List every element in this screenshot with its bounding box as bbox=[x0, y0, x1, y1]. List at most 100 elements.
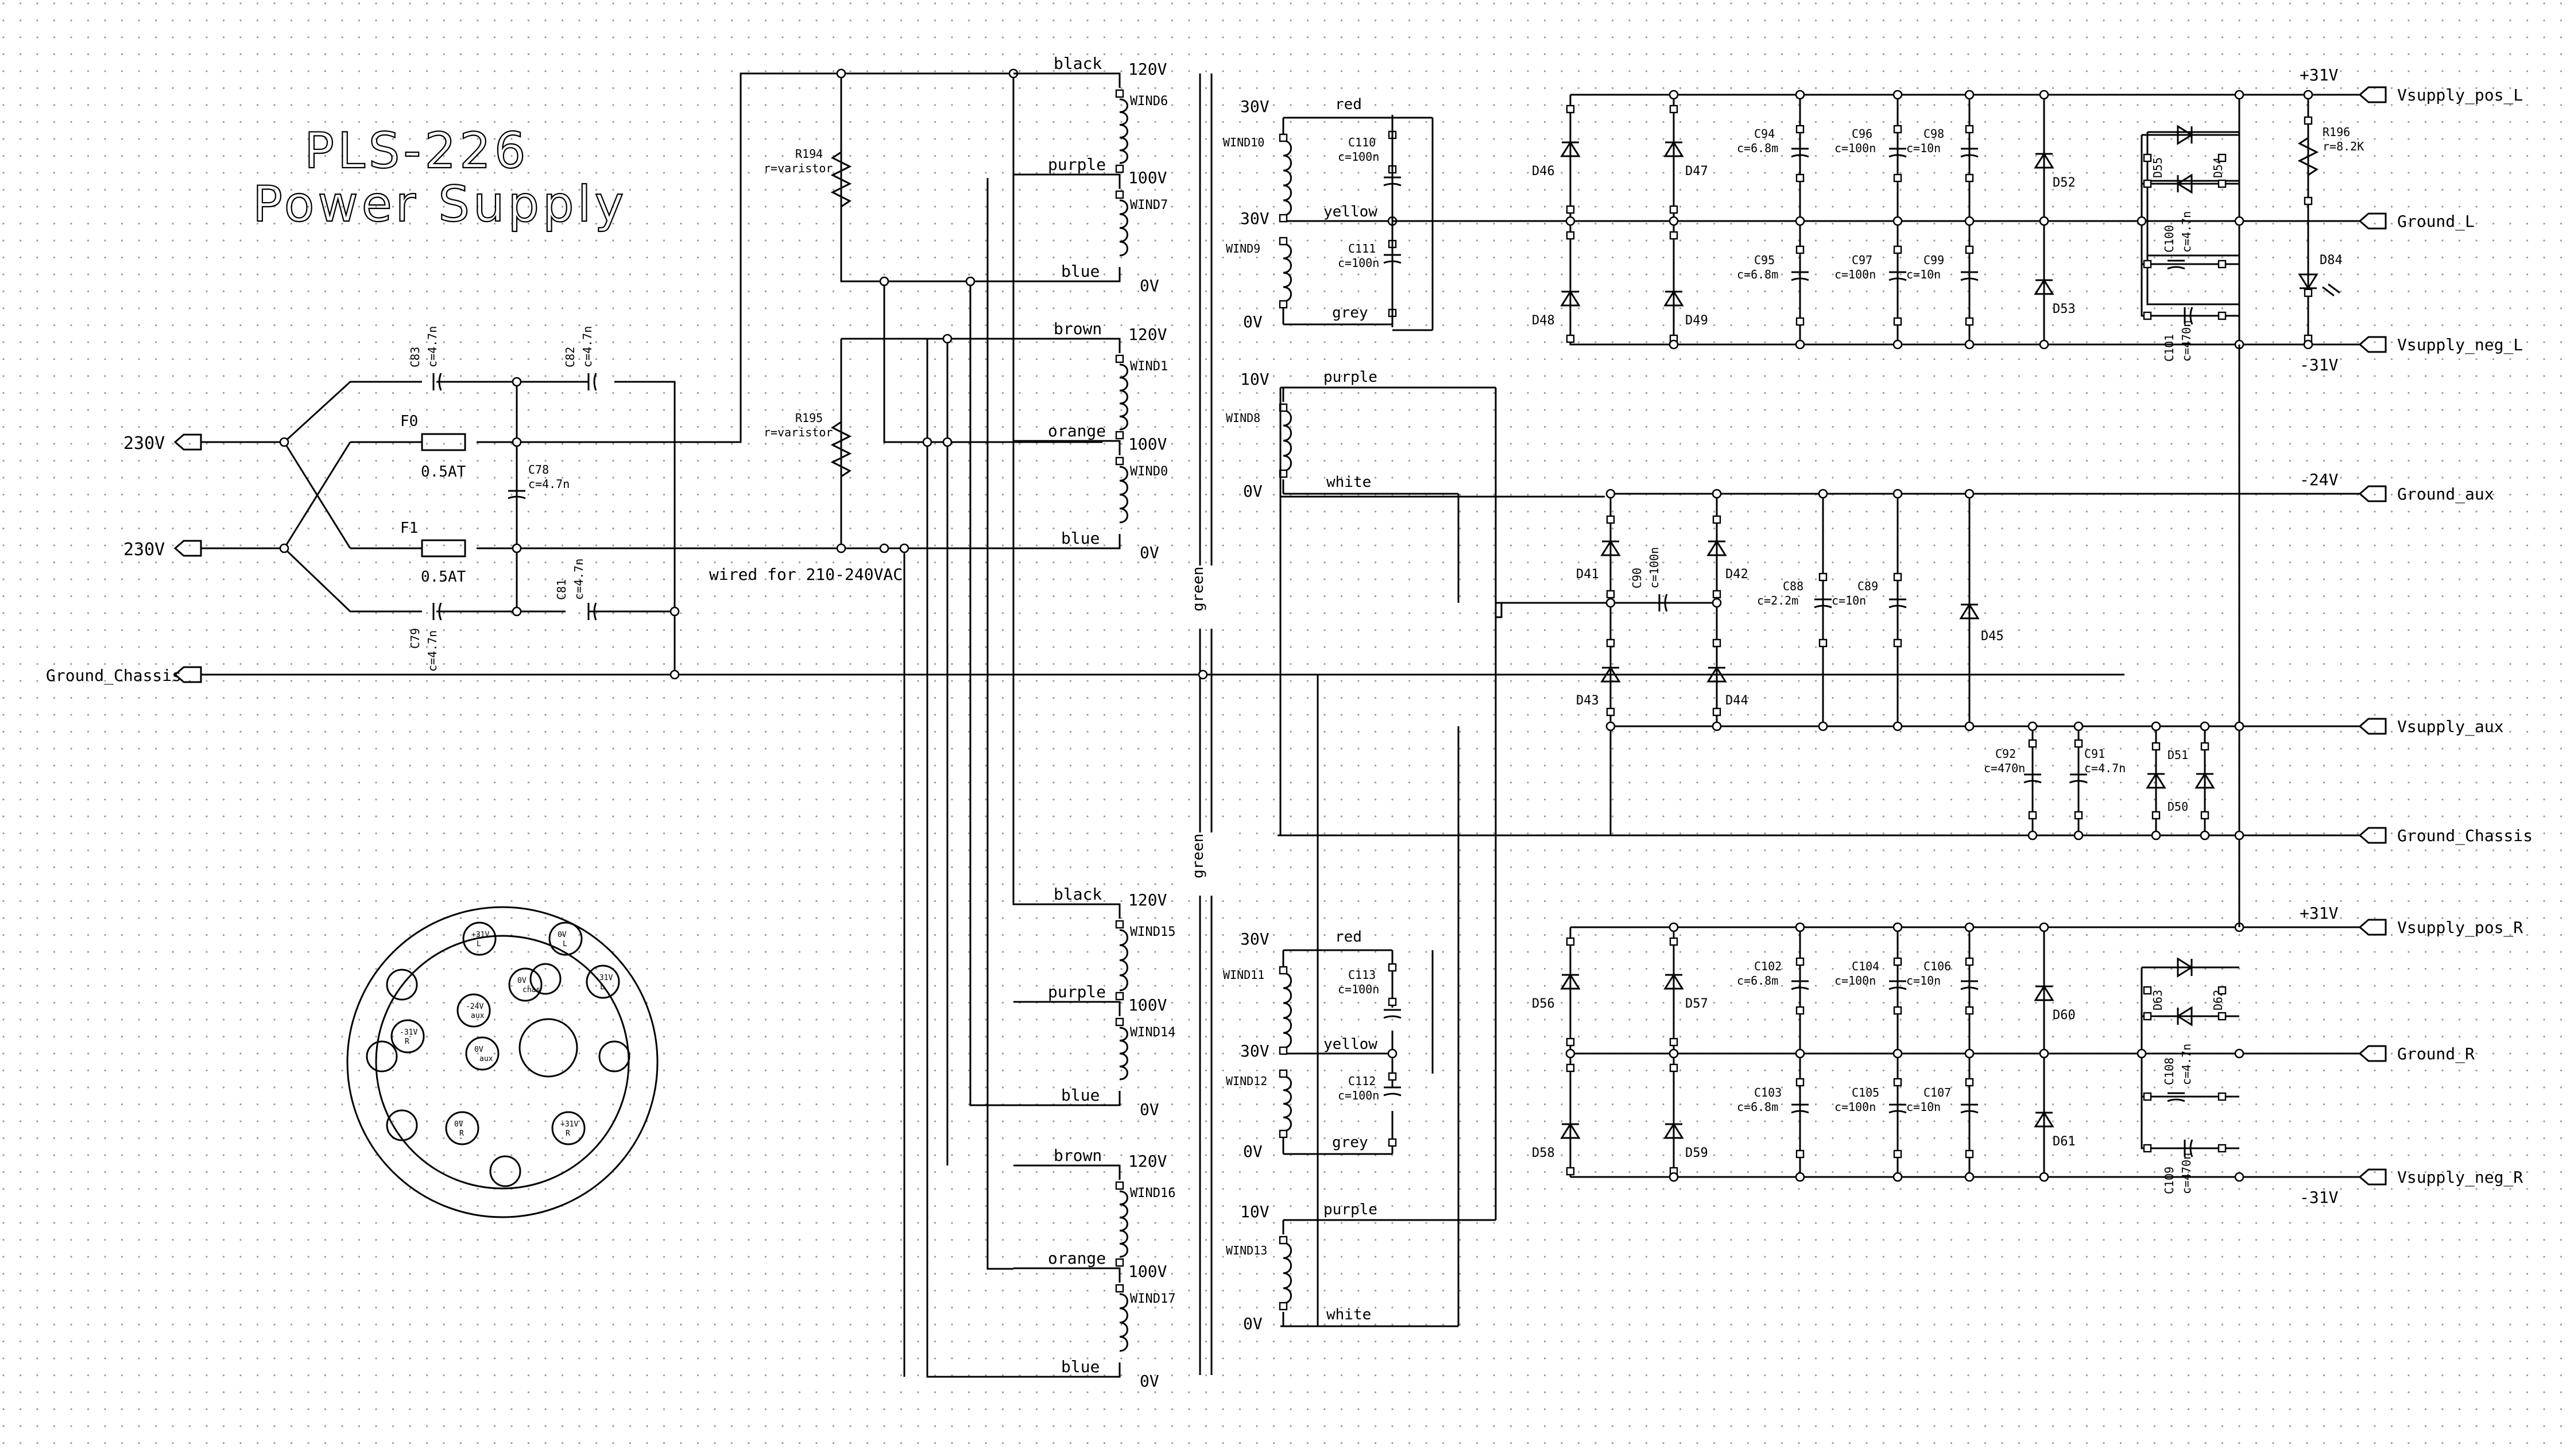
primary-tap-label: 100V bbox=[1128, 996, 1167, 1014]
port-label-mains-b: 230V bbox=[123, 540, 165, 560]
connector-blank-pin bbox=[529, 963, 562, 995]
diode-D62 bbox=[2176, 1006, 2193, 1027]
primary-coil-top-0 bbox=[1119, 98, 1128, 164]
secondary-tap: 30V bbox=[1240, 930, 1269, 948]
diode-ref: D84 bbox=[2320, 253, 2343, 268]
capacitor-c78 bbox=[508, 490, 526, 499]
output-port-label: Ground_aux bbox=[2397, 485, 2494, 504]
aux-secondary-tap: 0V bbox=[1243, 1314, 1263, 1333]
diode-D50 bbox=[2194, 772, 2215, 789]
port-label-mains-a: 230V bbox=[123, 433, 165, 454]
connector-pin bbox=[465, 1036, 500, 1071]
primary-tap-label: 0V bbox=[1140, 1372, 1159, 1391]
fuse-f1-value: 0.5AT bbox=[421, 568, 466, 586]
filter-cap-value: c=6.8m bbox=[1737, 1100, 1778, 1114]
diode-D57 bbox=[1663, 973, 1684, 990]
fuse-f0-ref: F0 bbox=[400, 413, 418, 430]
diode-ref: D56 bbox=[1532, 997, 1555, 1011]
diode-ref: D60 bbox=[2053, 1008, 2076, 1023]
diode-ref: D41 bbox=[1576, 567, 1599, 582]
c91-value: c=4.7n bbox=[2084, 761, 2126, 775]
c90-value: c=100n bbox=[1647, 547, 1661, 588]
snubber-capacitor bbox=[1383, 1009, 1402, 1019]
primary-wire-label: orange bbox=[1048, 1249, 1106, 1268]
primary-winding-ref: WIND15 bbox=[1130, 925, 1175, 939]
connector-pin-label: aux bbox=[479, 1055, 493, 1063]
diode-D58 bbox=[1560, 1122, 1581, 1139]
output-port-label: Ground_Chassis bbox=[2397, 826, 2533, 846]
connector-pin bbox=[508, 967, 543, 1002]
connector-pin bbox=[551, 1111, 586, 1145]
primary-coil-top-2 bbox=[1119, 929, 1128, 992]
output-port-label: Vsupply_aux bbox=[2397, 717, 2503, 737]
wiring-note: wired for 210-240VAC bbox=[709, 565, 903, 584]
output-port-label: Vsupply_pos_R bbox=[2397, 918, 2523, 938]
bridge-cap-value: c=4.7n bbox=[2180, 1044, 2193, 1085]
filter-cap-ref: C102 bbox=[1754, 959, 1782, 973]
transformer-primaries: blackpurpleblue120V100V0VWIND6WIND7brown… bbox=[1013, 54, 1175, 1391]
filter-cap-value: c=10n bbox=[1906, 141, 1941, 155]
bridge-cap-value: c=4.7n bbox=[2180, 211, 2193, 253]
output-port-vpos_r bbox=[2358, 919, 2387, 936]
secondary-coil bbox=[1283, 140, 1292, 216]
c78-value: c=4.7n bbox=[528, 477, 570, 491]
primary-wire-label: purple bbox=[1048, 982, 1106, 1001]
diode-ref: D49 bbox=[1685, 313, 1708, 328]
connector-pin bbox=[445, 1111, 479, 1145]
primary-coil-bottom-1 bbox=[1119, 466, 1128, 524]
primary-tap-label: 100V bbox=[1128, 1262, 1167, 1281]
filter-cap-value: c=6.8m bbox=[1737, 268, 1778, 281]
core-label-bottom: green bbox=[1190, 834, 1207, 878]
connector-pin bbox=[586, 965, 620, 999]
primary-winding-ref: WIND1 bbox=[1130, 359, 1168, 374]
varistor-r194 bbox=[830, 151, 852, 208]
diode-ref: D57 bbox=[1685, 997, 1708, 1011]
secondary-winding-ref: WIND10 bbox=[1223, 135, 1264, 149]
connector-pin bbox=[462, 921, 497, 956]
c81-value: c=4.7n bbox=[572, 559, 586, 600]
output-port-gnd_aux bbox=[2358, 485, 2387, 502]
transformer-core: green green bbox=[1183, 73, 1229, 1375]
filter-capacitor bbox=[1888, 980, 1907, 990]
r195-ref: R195 bbox=[795, 411, 823, 425]
filter-capacitor bbox=[1888, 1103, 1907, 1114]
diode-ref: D48 bbox=[1532, 313, 1555, 328]
secondary-wire: red bbox=[1335, 928, 1362, 946]
primary-winding-ref: WIND6 bbox=[1130, 94, 1168, 109]
resistor-r196 bbox=[2297, 137, 2319, 176]
primary-wiring: R194 r=varistor R195 r=varistor bbox=[764, 68, 1102, 1378]
filter-cap-value: c=6.8m bbox=[1737, 974, 1778, 988]
filter-cap-ref: C103 bbox=[1754, 1086, 1782, 1099]
primary-winding-ref: WIND17 bbox=[1130, 1292, 1175, 1306]
r194-ref: R194 bbox=[795, 147, 823, 161]
connector-pin-label: +31V bbox=[560, 1120, 578, 1129]
secondary-tap: 0V bbox=[1243, 1142, 1263, 1161]
filter-capacitor bbox=[1888, 148, 1907, 158]
c83-value: c=4.7n bbox=[425, 326, 439, 367]
diode-ref: D45 bbox=[1981, 629, 2004, 644]
secondary-coil bbox=[1283, 972, 1292, 1049]
secondary-wire: red bbox=[1335, 96, 1362, 113]
output-port-vpos_l bbox=[2358, 86, 2387, 103]
output-port-vneg_l bbox=[2358, 336, 2387, 353]
secondary-coil bbox=[1283, 243, 1292, 303]
connector-pin-label: R bbox=[566, 1129, 570, 1138]
filter-cap-ref: C97 bbox=[1852, 253, 1872, 267]
snubber-capacitor bbox=[1383, 1086, 1402, 1097]
core-label-top: green bbox=[1190, 567, 1207, 611]
capacitor-c90 bbox=[1658, 594, 1668, 612]
filter-cap-value: c=100n bbox=[1834, 1100, 1876, 1114]
aux-secondary-coil bbox=[1283, 409, 1292, 472]
filter-capacitor bbox=[1960, 148, 1979, 158]
filter-capacitor bbox=[1888, 271, 1907, 281]
title-line2: Power Supply bbox=[253, 176, 627, 233]
r196-value: r=8.2K bbox=[2323, 140, 2364, 153]
secondary-tap: 30V bbox=[1240, 1041, 1269, 1060]
capacitor-c91 bbox=[2069, 773, 2088, 784]
primary-tap-label: 120V bbox=[1128, 1152, 1167, 1171]
rail-voltage-label: -24V bbox=[2300, 470, 2339, 489]
primary-wire-label: black bbox=[1054, 54, 1102, 73]
diode-D49 bbox=[1663, 290, 1684, 307]
primary-tap-label: 120V bbox=[1128, 325, 1167, 344]
